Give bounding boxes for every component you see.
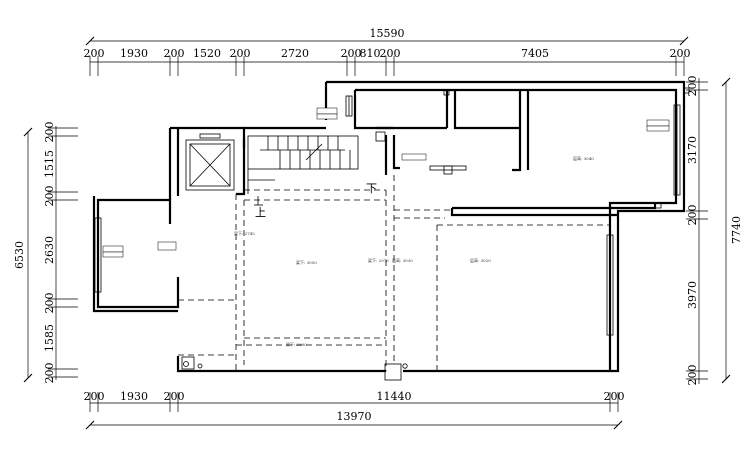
dim-top-3: 200 (164, 47, 185, 60)
left-dimension-ticks (48, 127, 78, 378)
dim-left-1: 200 (43, 122, 56, 143)
dim-bottom-5: 200 (604, 390, 625, 403)
annotations: 上 下 梁下: 2745 梁下: 3050 梁下: 2975 梁下: 2800 … (234, 155, 594, 347)
dim-right-5: 200 (686, 365, 699, 386)
dim-bottom-1: 200 (84, 390, 105, 403)
dim-right-2: 3170 (686, 136, 699, 164)
right-dimension-chain: 200 3170 200 3970 200 7740 (686, 76, 743, 386)
dim-top-6: 2720 (281, 47, 309, 60)
dim-top-8: 810 (360, 47, 381, 60)
dim-bottom-4: 11440 (377, 390, 412, 403)
label-up: 上 (255, 206, 266, 219)
dim-top-1: 200 (84, 47, 105, 60)
label-beam-d: 梁下: 2800 (286, 341, 307, 347)
label-height-b: 层高: 3020 (470, 257, 491, 263)
top-dimension-ticks (89, 56, 685, 76)
dim-bottom-total: 13970 (337, 410, 372, 423)
dim-top-5: 200 (230, 47, 251, 60)
fixtures (181, 87, 690, 381)
staircase-icon (247, 135, 359, 194)
right-dimension-ticks (686, 81, 708, 380)
beam-dashed-lines (178, 175, 610, 371)
bottom-dimension-ticks (89, 392, 619, 412)
dim-right-4: 3970 (686, 281, 699, 309)
label-beam-a: 梁下: 2745 (234, 230, 255, 236)
dim-bottom-3: 200 (164, 390, 185, 403)
bottom-dimension-chain: 200 1930 200 11440 200 13970 (84, 390, 625, 430)
windows (94, 95, 681, 336)
dim-left-3: 200 (43, 186, 56, 207)
dim-top-10: 7405 (521, 47, 549, 60)
dim-top-4: 1520 (193, 47, 221, 60)
top-dimension-chain: 15590 200 1930 200 1520 200 2720 200 810… (84, 27, 691, 76)
dim-left-6: 1585 (43, 324, 56, 352)
label-beam-c: 梁下: 2975 (368, 257, 389, 263)
dim-bottom-2: 1930 (120, 390, 148, 403)
ceiling-tags (102, 107, 670, 258)
dim-top-7: 200 (341, 47, 362, 60)
dim-left-7: 200 (43, 363, 56, 384)
dim-left-total: 6530 (13, 241, 26, 269)
dim-left-2: 1515 (43, 150, 56, 178)
dim-left-4: 2630 (43, 236, 56, 264)
dim-top-11: 200 (670, 47, 691, 60)
left-dimension-chain: 6530 200 1515 200 2630 200 1585 200 (13, 122, 78, 384)
dim-top-2: 1930 (120, 47, 148, 60)
dim-left-5: 200 (43, 293, 56, 314)
dim-top-9: 200 (380, 47, 401, 60)
exterior-walls (92, 80, 686, 373)
label-down: 下 (366, 182, 377, 195)
label-height-a: 层高: 3030 (392, 257, 413, 263)
label-height-c: 层高: 3040 (573, 155, 594, 161)
elevator-shaft-icon (185, 133, 235, 191)
dim-top-total: 15590 (370, 27, 405, 40)
dim-right-3: 200 (686, 205, 699, 226)
label-beam-b: 梁下: 3050 (296, 259, 317, 265)
dim-right-total: 7740 (730, 216, 743, 244)
